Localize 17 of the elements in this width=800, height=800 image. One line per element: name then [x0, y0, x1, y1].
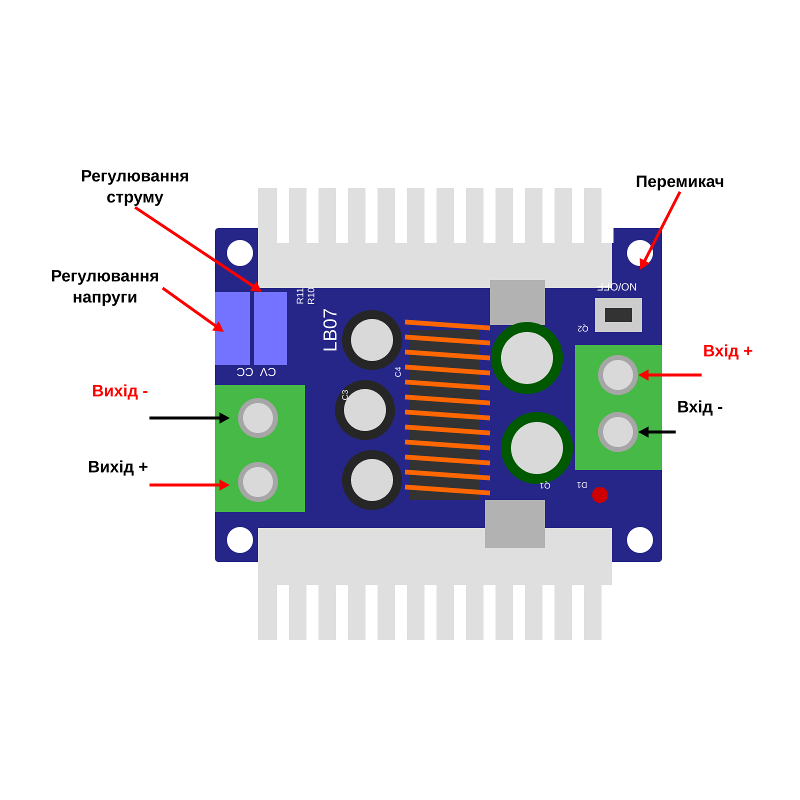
silkscreen-text: C4 — [395, 367, 401, 377]
callout-label: Регулювання струму — [82, 170, 188, 206]
callout-label: Вхід - — [678, 400, 722, 416]
silkscreen-text: D1 — [577, 482, 587, 488]
callout-label: Вхід + — [704, 344, 752, 360]
silkscreen-text: R10 — [308, 288, 314, 304]
silkscreen-text: Q2 — [578, 324, 588, 332]
silkscreen-text: Q1 — [540, 481, 550, 489]
callout-label: Перемикач — [636, 176, 724, 190]
silkscreen-text: LB07 — [323, 309, 337, 350]
silkscreen-text: CV — [260, 368, 276, 376]
silkscreen-text: C3 — [342, 390, 348, 400]
callout-label: Вихід + — [89, 460, 148, 476]
callout-label: Вихід - — [93, 384, 148, 400]
callout-label: Регулювання напруги — [52, 270, 158, 306]
silkscreen-text: R11 — [296, 288, 304, 304]
silkscreen-text: CC — [237, 368, 253, 376]
